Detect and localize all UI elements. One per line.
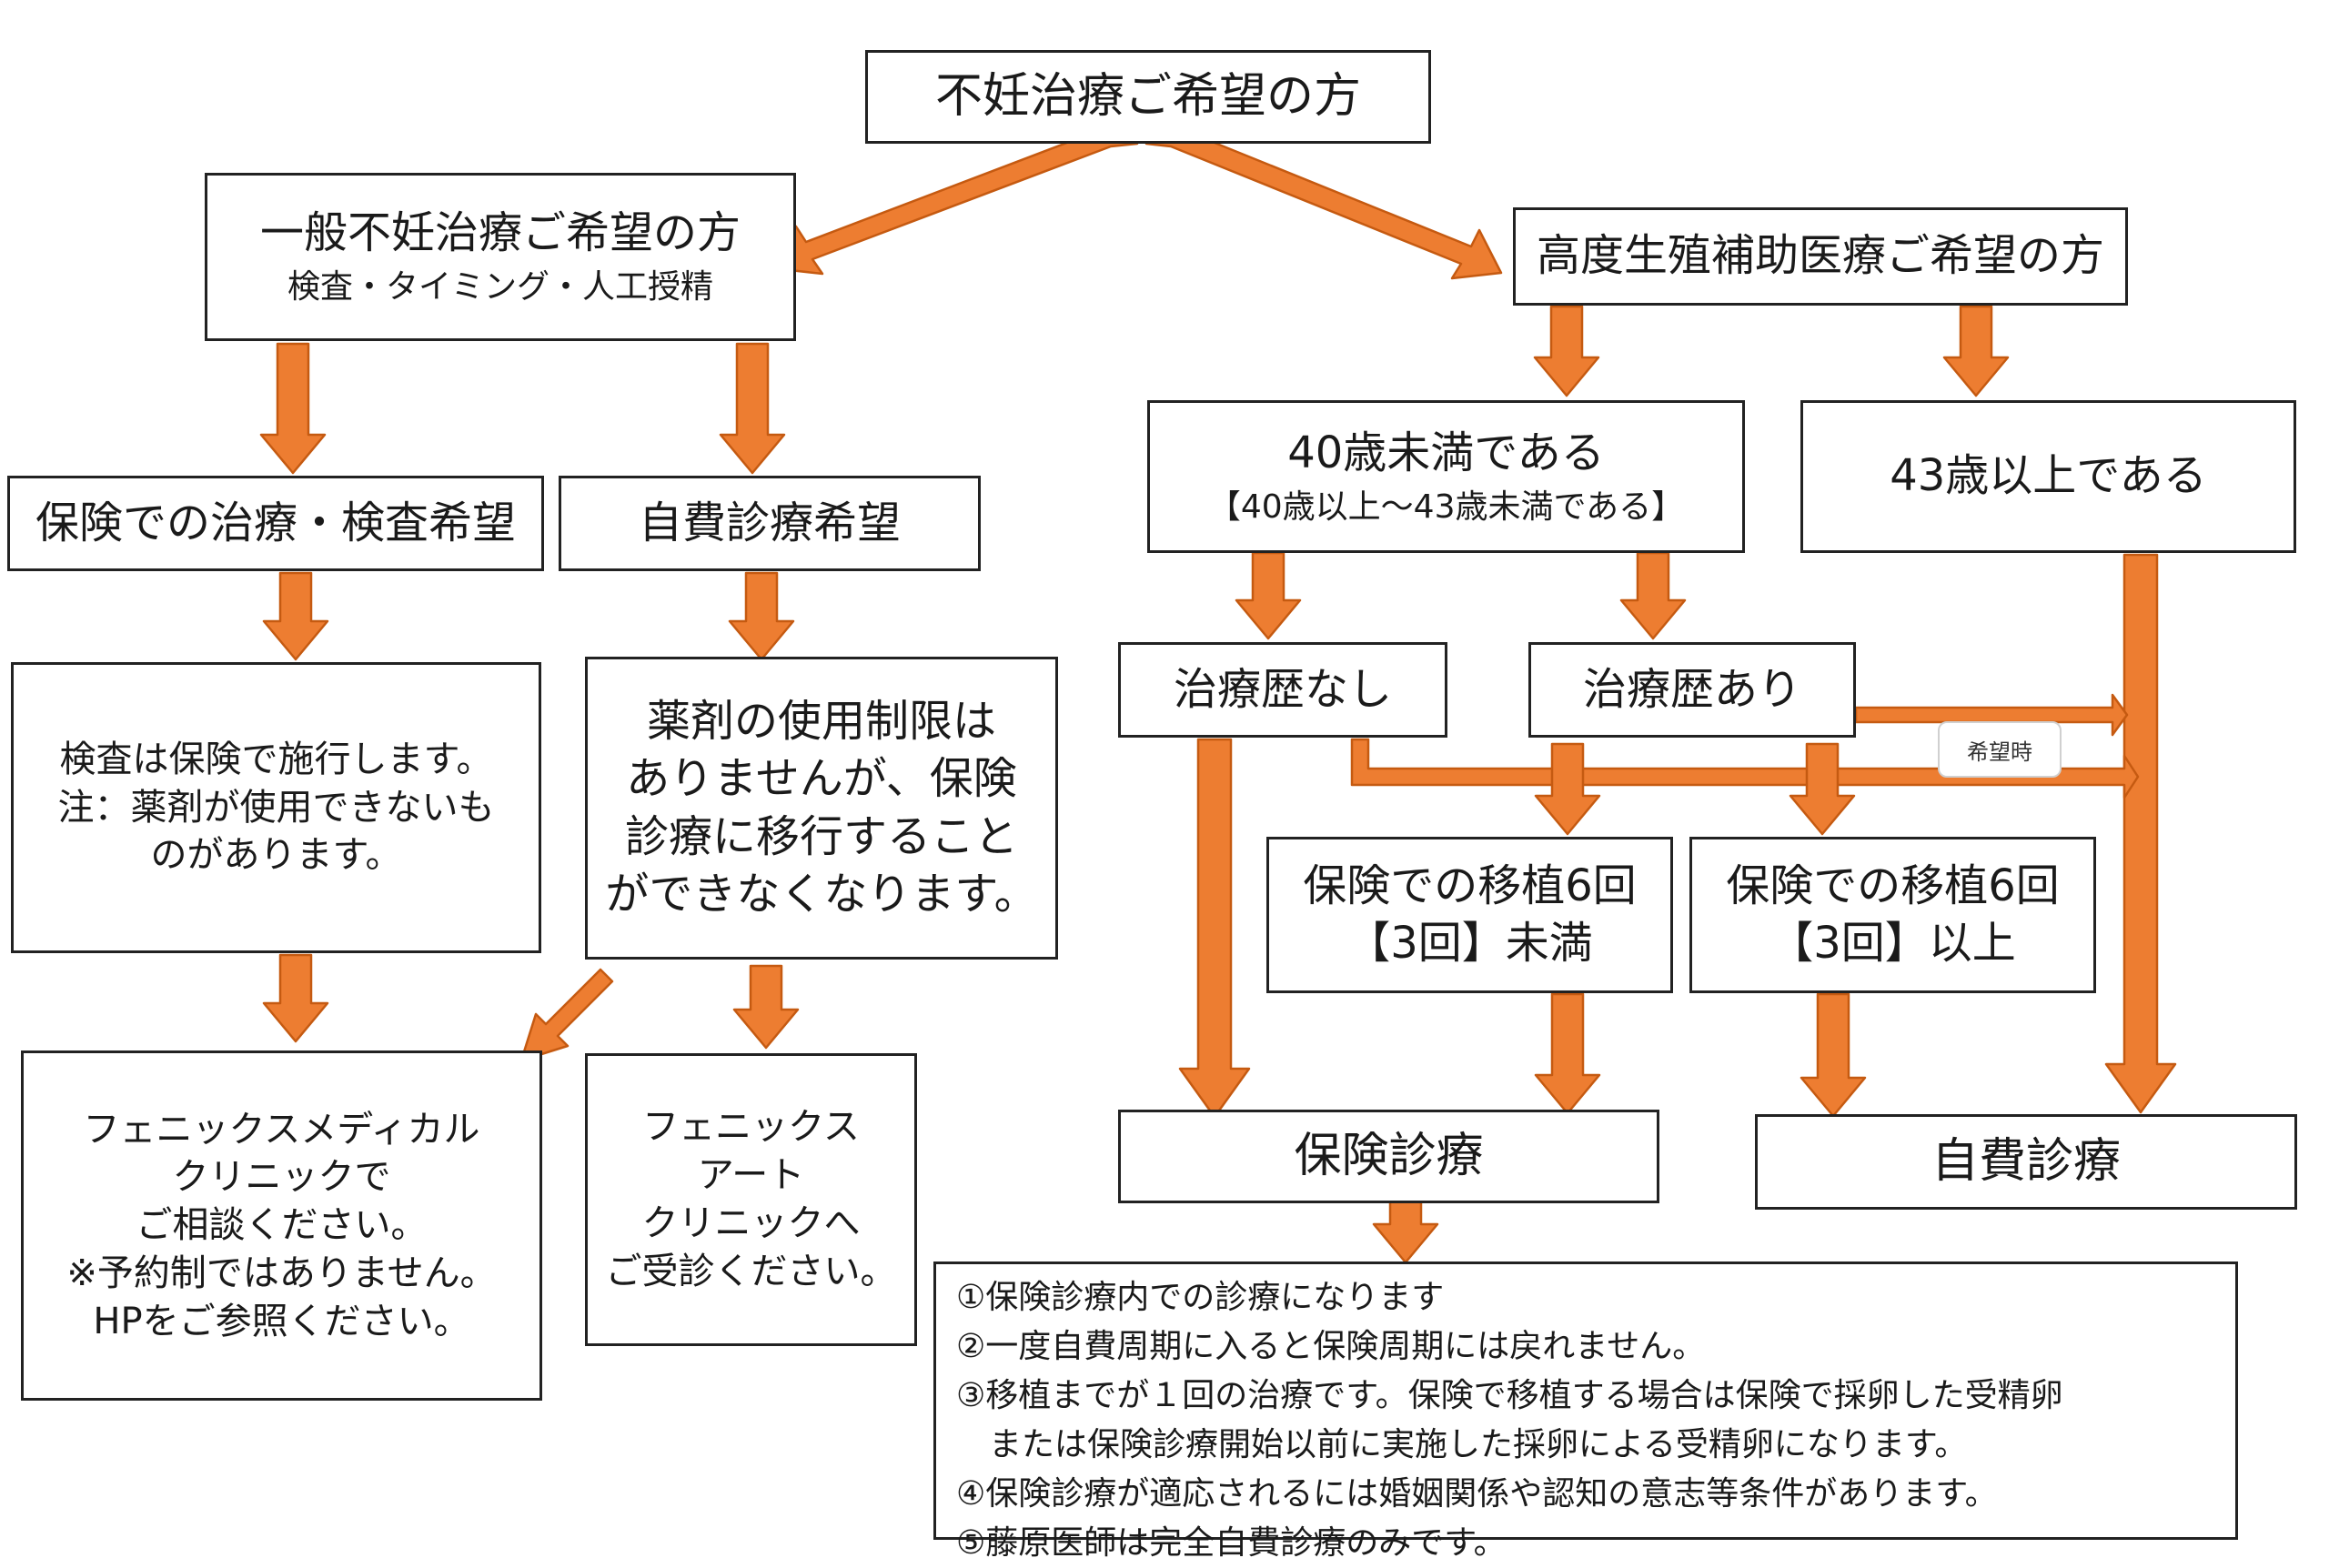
note-line: ができなくなります。	[605, 868, 1038, 920]
with-history-box: 治療歴あり	[1528, 642, 1856, 738]
clinic-line: ご受診ください。	[605, 1250, 897, 1292]
arrow-under40-to-nohistory	[1235, 551, 1302, 640]
insurance-test-note-box: 検査は保険で施行します。 注：薬剤が使用できないも のがあります。	[11, 662, 541, 953]
transfer-over-box: 保険での移植6回 【3回】以上	[1689, 837, 2096, 993]
medical-clinic-box: フェニックスメディカル クリニックで ご相談ください。 ※予約制ではありません。…	[21, 1050, 542, 1401]
on-request-tag: 希望時	[1938, 721, 2062, 778]
arrow-merge-to-transfer-under	[1534, 742, 1601, 836]
with-history-label: 治療歴あり	[1582, 663, 1801, 715]
art-clinic-box: フェニックス アート クリニックへ ご受診ください。	[585, 1053, 917, 1346]
transfer-line: 保険での移植6回	[1726, 859, 2060, 911]
clinic-line: ご相談ください。	[136, 1204, 428, 1247]
note-line: 診療に移行すること	[624, 810, 1018, 862]
under-40-box: 40歳未満である 【40歳以上～43歳未満である】	[1147, 400, 1745, 553]
note-item: ⑤藤原医師は完全自費診療のみです。	[956, 1524, 1507, 1562]
note-item: ④保険診療が適応されるには婚姻関係や認知の意志等条件があります。	[956, 1475, 1998, 1513]
arrow-top-to-advanced	[1144, 127, 1503, 280]
arrow-general-to-selfpay	[719, 342, 786, 475]
under-40-title: 40歳未満である	[1287, 427, 1605, 478]
note-item: または保険診療開始以前に実施した採卵による受精卵になります。	[989, 1426, 1968, 1463]
clinic-line: ※予約制ではありません。	[66, 1251, 497, 1294]
start-title: 不妊治療ご希望の方	[934, 69, 1361, 125]
self-pay-note-box: 薬剤の使用制限は ありませんが、保険 診療に移行すること ができなくなります。	[585, 657, 1058, 960]
transfer-line: 【3回】以上	[1769, 918, 2016, 969]
clinic-line: クリニックで	[172, 1156, 391, 1199]
arrow-merge-to-transfer-over	[1789, 742, 1856, 836]
self-pay-care-box: 自費診療	[1755, 1114, 2297, 1210]
insurance-treatment-wish-box: 保険での治療・検査希望	[7, 476, 544, 571]
notes-box: ①保険診療内での診療になります ②一度自費周期に入ると保険周期には戻れません。 …	[933, 1261, 2238, 1562]
under-40-subtitle: 【40歳以上～43歳未満である】	[1207, 487, 1685, 526]
clinic-line: アート	[697, 1154, 805, 1197]
arrow-over43-to-selfpay-care	[2104, 553, 2177, 1114]
transfer-line: 保険での移植6回	[1303, 859, 1637, 911]
general-title: 一般不妊治療ご希望の方	[259, 207, 741, 259]
note-line: 薬剤の使用制限は	[646, 695, 996, 747]
start-box: 不妊治療ご希望の方	[865, 50, 1431, 144]
arrow-advanced-to-under40	[1533, 305, 1600, 397]
note-item: ①保険診療内での診療になります	[956, 1279, 1445, 1316]
note-line: ありませんが、保険	[626, 753, 1017, 805]
insurance-care-label: 保険診療	[1294, 1129, 1484, 1184]
arrow-selfpay-to-note	[728, 571, 795, 661]
arrow-nohistory-to-insurance-care	[1178, 738, 1251, 1119]
arrow-note-to-medical-clinic	[262, 953, 329, 1043]
advanced-title: 高度生殖補助医療ご希望の方	[1536, 230, 2104, 282]
arrow-nohistory-merge-line	[1350, 738, 2140, 799]
arrow-under40-to-withhistory	[1619, 551, 1687, 640]
note-line: 注：薬剤が使用できないも	[57, 786, 495, 829]
advanced-treatment-box: 高度生殖補助医療ご希望の方	[1513, 207, 2128, 306]
insurance-wish-label: 保険での治療・検査希望	[35, 497, 516, 548]
on-request-label: 希望時	[1967, 739, 2032, 765]
note-item: ③移植までが１回の治療です。保険で移植する場合は保険で採卵した受精卵	[956, 1377, 2063, 1414]
no-history-box: 治療歴なし	[1118, 642, 1447, 738]
arrow-note-to-art-clinic	[732, 964, 800, 1050]
general-subtitle: 検査・タイミング・人工授精	[287, 268, 713, 307]
arrow-selfpay-note-to-medical	[519, 968, 614, 1062]
clinic-line: フェニックス	[642, 1106, 860, 1149]
clinic-line: クリニックへ	[641, 1202, 861, 1244]
over-43-box: 43歳以上である	[1800, 400, 2296, 553]
note-item: ②一度自費周期に入ると保険周期には戻れません。	[956, 1328, 1706, 1365]
arrow-advanced-to-over43	[1942, 305, 2010, 397]
no-history-label: 治療歴なし	[1173, 663, 1392, 715]
self-pay-wish-box: 自費診療希望	[559, 476, 981, 571]
arrow-request-to-over43-line	[1854, 693, 2129, 737]
over-43-label: 43歳以上である	[1890, 450, 2207, 502]
self-pay-care-label: 自費診療	[1931, 1134, 2121, 1190]
arrow-transfer-over-to-selfpay	[1800, 992, 1867, 1118]
arrow-top-to-general	[771, 127, 1139, 276]
clinic-line: フェニックスメディカル	[83, 1108, 480, 1151]
clinic-line: HPをご参照ください。	[93, 1300, 470, 1342]
arrow-general-to-insurance	[259, 342, 327, 475]
arrow-transfer-under-to-care	[1534, 992, 1601, 1115]
arrow-insurance-care-to-notes	[1372, 1199, 1439, 1264]
general-treatment-box: 一般不妊治療ご希望の方 検査・タイミング・人工授精	[205, 173, 796, 341]
self-pay-wish-label: 自費診療希望	[638, 497, 901, 548]
arrow-insurance-to-note	[262, 571, 329, 661]
note-line: 検査は保険で施行します。	[59, 738, 493, 780]
insurance-care-box: 保険診療	[1118, 1110, 1659, 1203]
transfer-line: 【3回】未満	[1346, 918, 1593, 969]
transfer-under-box: 保険での移植6回 【3回】未満	[1266, 837, 1673, 993]
note-line: のがあります。	[150, 834, 402, 877]
